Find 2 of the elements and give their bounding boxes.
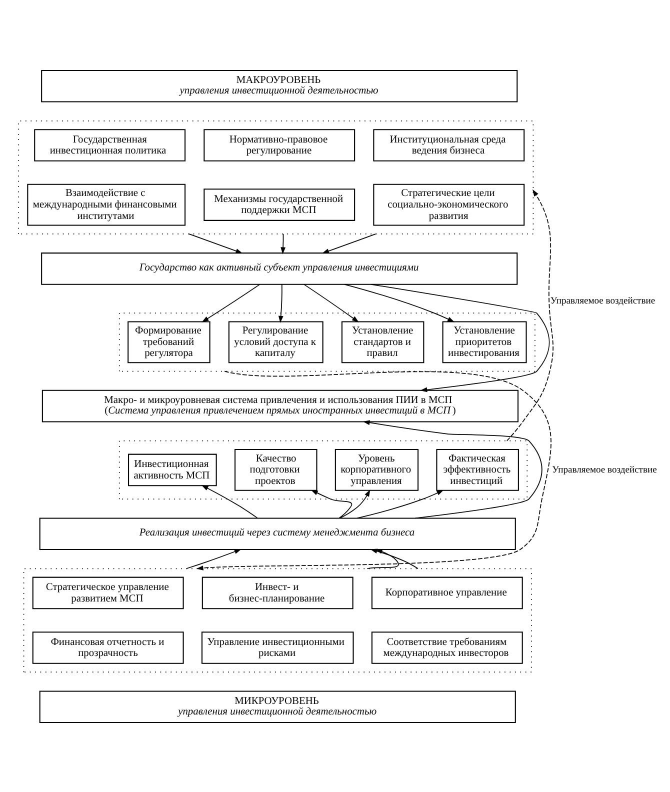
edge-label: Управляемое воздействие (550, 294, 656, 306)
edge-label: Управляемое воздействие (552, 464, 657, 475)
